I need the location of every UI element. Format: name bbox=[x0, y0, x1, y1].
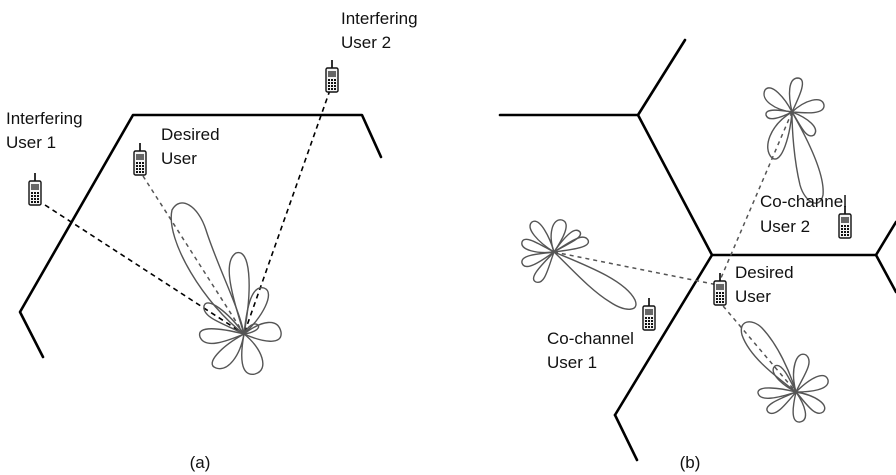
label-co-channel-user-2-line1: Co-channel bbox=[760, 192, 847, 211]
mobile-phone-icon bbox=[713, 272, 727, 306]
label-desired-user-b-line1: Desired bbox=[735, 263, 794, 282]
side-lobe-a5 bbox=[211, 333, 245, 370]
panel-a: Interfering User 1 Interfering User 2 De… bbox=[6, 9, 418, 472]
side-lobe-b3 bbox=[795, 374, 829, 393]
antenna-pattern-a bbox=[170, 202, 282, 375]
link-desired-user-b bbox=[717, 299, 797, 393]
side-lobe-a3 bbox=[243, 321, 282, 342]
hexagonal-cells bbox=[498, 38, 896, 462]
hex-edge bbox=[636, 38, 687, 117]
antenna-pattern-b3 bbox=[740, 321, 829, 423]
hex-edge bbox=[874, 253, 896, 294]
side-lobe-b2 bbox=[791, 111, 817, 137]
side-lobe-b3 bbox=[766, 391, 797, 415]
hex-edge bbox=[874, 220, 896, 257]
link-co-channel-1 bbox=[553, 251, 719, 286]
label-co-channel-user-2-line2: User 2 bbox=[760, 217, 810, 236]
side-lobe-a6 bbox=[199, 328, 245, 345]
main-lobe-b2 bbox=[791, 111, 824, 204]
side-lobe-b3 bbox=[792, 391, 807, 423]
caption-a: (a) bbox=[190, 453, 211, 472]
label-desired-user-b-line2: User bbox=[735, 287, 771, 306]
side-lobe-b2 bbox=[788, 77, 804, 113]
side-lobe-a2 bbox=[243, 287, 270, 335]
link-interferer-2 bbox=[243, 89, 331, 335]
antenna-pattern-b2 bbox=[763, 77, 825, 204]
main-lobe-b1 bbox=[553, 251, 637, 310]
link-desired-user-a bbox=[142, 175, 245, 335]
label-interfering-user-1-line2: User 1 bbox=[6, 133, 56, 152]
link-interferer-1 bbox=[44, 204, 245, 335]
side-lobe-b2 bbox=[765, 109, 793, 120]
side-lobe-b1 bbox=[553, 229, 582, 253]
hex-edge bbox=[636, 113, 714, 257]
side-lobe-b3 bbox=[795, 391, 826, 414]
side-lobe-b3 bbox=[757, 387, 797, 399]
hex-edge bbox=[613, 413, 639, 462]
caption-b: (b) bbox=[680, 453, 701, 472]
side-lobe-b1 bbox=[529, 220, 555, 253]
side-lobe-b1 bbox=[521, 251, 555, 268]
label-interfering-user-2-line1: Interfering bbox=[341, 9, 418, 28]
mobile-phone-icon bbox=[325, 59, 339, 93]
label-co-channel-user-1-line1: Co-channel bbox=[547, 329, 634, 348]
mobile-phone-icon bbox=[642, 297, 656, 331]
side-lobe-b1 bbox=[521, 238, 555, 254]
label-interfering-user-1-line1: Interfering bbox=[6, 109, 83, 128]
main-lobe-b3 bbox=[740, 321, 797, 393]
hex-edge bbox=[613, 253, 714, 417]
label-interfering-user-2-line2: User 2 bbox=[341, 33, 391, 52]
side-lobe-a4 bbox=[241, 333, 264, 375]
main-lobe-a bbox=[170, 202, 245, 335]
label-desired-user-a-line2: User bbox=[161, 149, 197, 168]
label-desired-user-a-line1: Desired bbox=[161, 125, 220, 144]
side-lobe-a7 bbox=[203, 302, 245, 335]
side-lobe-b3 bbox=[772, 364, 797, 393]
side-lobe-b2 bbox=[767, 111, 793, 160]
side-lobe-b1 bbox=[550, 219, 567, 253]
side-lobe-a8 bbox=[243, 323, 260, 335]
side-lobe-a1 bbox=[228, 251, 250, 335]
cell-boundary-a bbox=[18, 113, 383, 359]
side-lobe-b2 bbox=[763, 87, 793, 113]
mobile-phone-icon bbox=[28, 172, 42, 206]
label-co-channel-user-1-line2: User 1 bbox=[547, 353, 597, 372]
panel-b: Co-channel User 1 Co-channel User 2 Desi… bbox=[498, 38, 896, 472]
side-lobe-b3 bbox=[792, 353, 810, 393]
side-lobe-b1 bbox=[553, 236, 589, 253]
side-lobe-b2 bbox=[791, 98, 825, 114]
side-lobe-b1 bbox=[533, 251, 555, 283]
antenna-pattern-b1 bbox=[521, 219, 637, 310]
mobile-phone-icon bbox=[133, 142, 147, 176]
